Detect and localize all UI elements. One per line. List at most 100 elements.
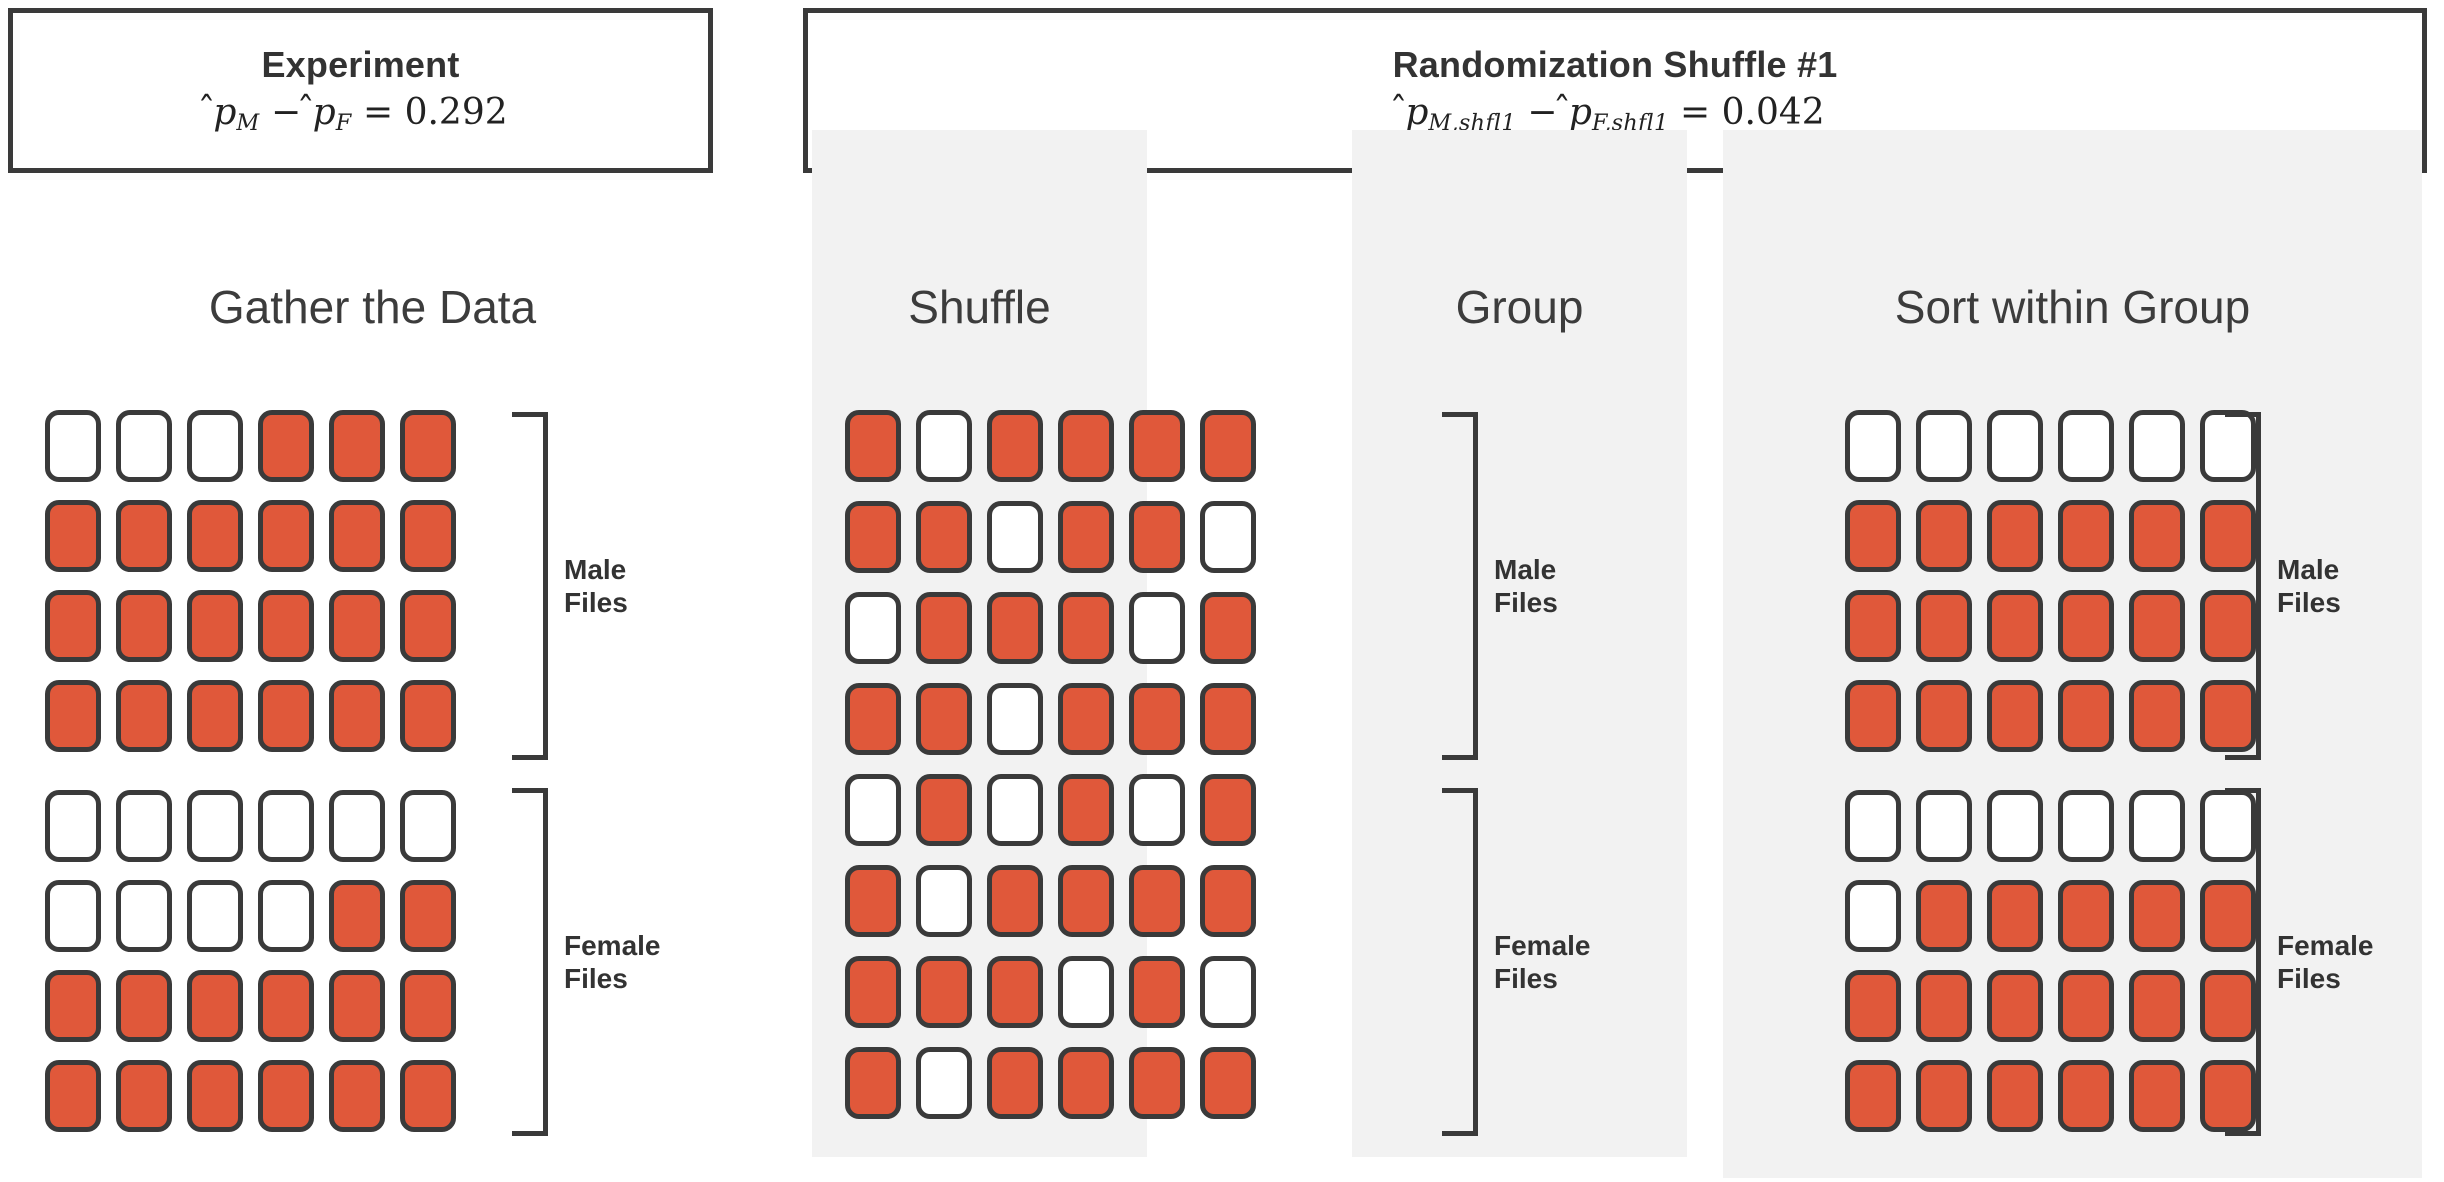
tile-filled [116,1060,172,1132]
tile-row [45,880,456,952]
tile-row [1845,500,2256,572]
tile-row [1845,410,2256,482]
equals-sign: = [1680,91,1711,133]
tile-empty [1200,956,1256,1028]
tile-filled [1845,500,1901,572]
tile-filled [2058,880,2114,952]
bracket-label-female: Female Files [564,929,661,994]
tile-filled [1916,590,1972,662]
grid-gather [45,410,456,1132]
bracket-shape [2225,788,2261,1136]
tile-filled [329,500,385,572]
tile-filled [1916,680,1972,752]
tile-filled [1200,410,1256,482]
tile-empty [916,1047,972,1119]
stage-title-sort: Sort within Group [1894,281,2251,333]
tile-filled [329,970,385,1042]
tile-row [1845,1060,2256,1132]
tile-filled [1200,1047,1256,1119]
stage-title-shuffle: Shuffle [908,281,1051,333]
tile-filled [845,410,901,482]
tile-filled [987,592,1043,664]
tile-filled [1845,680,1901,752]
equals-sign: = [362,91,394,133]
tile-filled [258,970,314,1042]
shuffle-difference-value: 0.042 [1721,91,1825,133]
tile-filled [1987,500,2043,572]
tile-empty [2058,790,2114,862]
tile-empty [2129,790,2185,862]
tile-filled [187,590,243,662]
tile-row [1845,880,2256,952]
tile-empty [116,880,172,952]
tile-filled [1129,683,1185,755]
tile-filled [1916,970,1972,1042]
tile-row [45,590,456,662]
tile-filled [2200,500,2256,572]
tile-filled [2200,680,2256,752]
tile-filled [1200,774,1256,846]
tile-empty [916,865,972,937]
bracket-label-male: Male Files [1494,553,1558,618]
tile-empty [845,774,901,846]
tile-empty [2129,410,2185,482]
tile-filled [329,1060,385,1132]
tile-empty [329,790,385,862]
tile-filled [2058,680,2114,752]
tile-filled [2129,680,2185,752]
tile-row [845,1047,1256,1119]
tile-filled [400,970,456,1042]
tile-filled [1987,590,2043,662]
experiment-header-box: Experiment pM − pF = 0.292 [8,8,713,173]
tile-filled [187,680,243,752]
tile-row [45,790,456,862]
grid-shuffle [845,410,1256,1119]
tile-filled [987,865,1043,937]
tile-empty [1129,592,1185,664]
tile-filled [400,410,456,482]
tile-filled [1058,410,1114,482]
tile-row [45,970,456,1042]
tile-filled [1987,1060,2043,1132]
tile-filled [2200,970,2256,1042]
tile-filled [400,880,456,952]
tile-filled [2058,1060,2114,1132]
tile-filled [187,970,243,1042]
bracket-label-male: Male Files [2277,553,2341,618]
tile-filled [1129,1047,1185,1119]
tile-filled [916,592,972,664]
tile-empty [916,410,972,482]
tile-row [845,865,1256,937]
tile-empty [258,880,314,952]
tile-filled [1129,410,1185,482]
tile-filled [1058,683,1114,755]
tile-filled [845,956,901,1028]
tile-empty [187,790,243,862]
tile-filled [1987,680,2043,752]
bracket-label-male: Male Files [564,553,628,618]
tile-row [845,774,1256,846]
tile-empty [187,880,243,952]
tile-filled [400,1060,456,1132]
tile-filled [116,970,172,1042]
grid-sort [1845,410,2256,1132]
tile-empty [1987,790,2043,862]
tile-filled [1200,865,1256,937]
tile-empty [45,410,101,482]
experiment-difference-value: 0.292 [404,91,508,133]
tile-row [845,501,1256,573]
p-hat-female-symbol: p [313,93,336,133]
tile-filled [987,956,1043,1028]
experiment-title: Experiment [261,44,460,86]
tile-row [845,592,1256,664]
tile-filled [116,680,172,752]
tile-empty [1916,410,1972,482]
tile-filled [1129,865,1185,937]
tile-empty [1058,956,1114,1028]
tile-filled [258,1060,314,1132]
tile-filled [400,500,456,572]
tile-filled [116,500,172,572]
tile-row [45,680,456,752]
p-hat-male-subscript: M [236,110,260,137]
tile-empty [1129,774,1185,846]
